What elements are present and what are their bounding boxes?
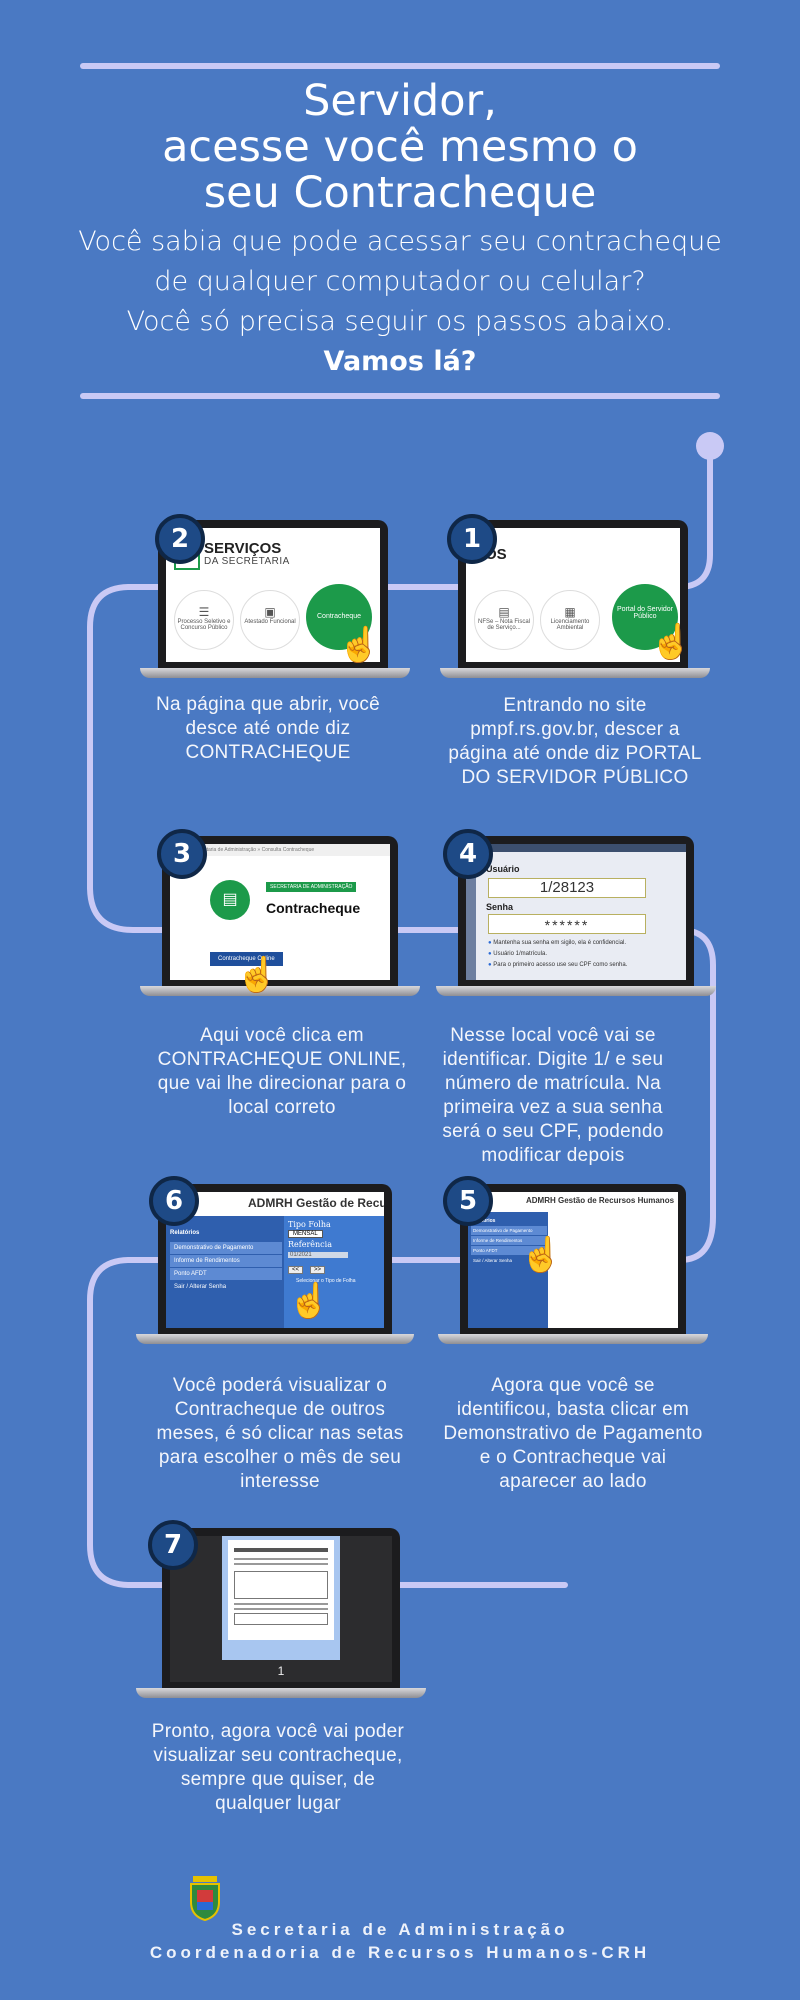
info-icon: ● <box>488 940 492 946</box>
title-line-3: seu Contracheque <box>203 168 597 218</box>
user-input[interactable]: 1/28123 <box>488 878 646 898</box>
caption-step-4: Nesse local você vai se identificar. Dig… <box>442 1025 664 1166</box>
step-badge-5: 5 <box>443 1176 493 1226</box>
page-title: Servidor, acesse você mesmo o seu Contra… <box>0 78 800 216</box>
user-label: Usuário <box>486 864 520 874</box>
note-1: ● Mantenha sua senha em sigilo, ela é co… <box>488 940 627 946</box>
intro-line-1: Você sabia que pode acessar seu contrach… <box>78 226 722 257</box>
page-number: 1 <box>277 1664 285 1678</box>
intro-line-3: Você só precisa seguir os passos abaixo. <box>126 306 674 337</box>
note-2: ● Usuário 1/matrícula. <box>488 951 547 957</box>
prev-month-button[interactable]: << <box>288 1266 304 1274</box>
service-licenciamento[interactable]: ▦ Licenciamento Ambiental <box>540 590 600 650</box>
menu-sair[interactable]: Sair / Alterar Senha <box>473 1258 513 1263</box>
screen-step-3: Início » Secretaria de Administração » C… <box>170 844 390 980</box>
screen-step-6: ADMRH Gestão de Recu Relatórios Demonstr… <box>166 1192 384 1328</box>
login-notes: ● Mantenha sua senha em sigilo, ela é co… <box>488 938 627 971</box>
contracheque-online-button[interactable]: Contracheque Online <box>210 952 283 966</box>
pointer-hand-icon: ☝ <box>338 626 381 664</box>
info-icon: ● <box>488 951 492 957</box>
note-3: ● Para o primeiro acesso use seu CPF com… <box>488 962 628 968</box>
reports-menu: Demonstrativo de Pagamento Informe de Re… <box>471 1226 547 1265</box>
certificate-icon: ▣ <box>264 605 276 619</box>
password-input[interactable]: ****** <box>488 914 646 934</box>
laptop-step-5: ADMRH Gestão de Recursos Humanos Relatór… <box>438 1184 708 1346</box>
step-badge-6: 6 <box>149 1176 199 1226</box>
services-subheading: DA SECRETARIA <box>204 556 290 567</box>
coat-of-arms-icon <box>190 1876 220 1922</box>
menu-sair[interactable]: Sair / Alterar Senha <box>174 1284 227 1290</box>
service-processo[interactable]: ☰ Processo Seletivo e Concurso Público <box>174 590 234 650</box>
step-badge-2: 2 <box>155 514 205 564</box>
tipo-select[interactable]: MENSAL <box>288 1230 323 1238</box>
service-portal-servidor[interactable]: Portal do Servidor Público <box>612 584 678 650</box>
intro-line-2: de qualquer computador ou celular? <box>154 266 646 297</box>
title-line-2: acesse você mesmo o <box>162 122 638 172</box>
step-badge-4: 4 <box>443 829 493 879</box>
menu-demonstrativo[interactable]: Demonstrativo de Pagamento <box>170 1242 282 1254</box>
screen-step-4: Usuário 1/28123 Senha ****** ● Mantenha … <box>466 844 686 980</box>
menu-informe[interactable]: Informe de Rendimentos <box>170 1255 282 1267</box>
admrh-header: ADMRH Gestão de Recursos Humanos <box>526 1196 675 1205</box>
service-atestado[interactable]: ▣ Atestado Funcional <box>240 590 300 650</box>
laptop-step-6: ADMRH Gestão de Recu Relatórios Demonstr… <box>136 1184 414 1346</box>
step-badge-7: 7 <box>148 1520 198 1570</box>
step-badge-1: 1 <box>447 514 497 564</box>
caption-step-3: Aqui você clica em CONTRACHEQUE ONLINE, … <box>157 1025 407 1118</box>
contracheque-heading: Contracheque <box>266 900 361 916</box>
tipo-label: Tipo Folha <box>288 1220 331 1229</box>
caption-step-1: Entrando no site pmpf.rs.gov.br, descer … <box>448 695 702 788</box>
password-label: Senha <box>486 902 514 912</box>
footer-secretaria: Secretaria de Administração <box>231 1920 569 1939</box>
invoice-icon: ▤ <box>498 605 510 619</box>
reports-menu: Demonstrativo de Pagamento Informe de Re… <box>170 1242 282 1293</box>
breadcrumb: Início » Secretaria de Administração » C… <box>170 844 390 856</box>
pointer-hand-icon: ☝ <box>236 956 279 994</box>
menu-ponto[interactable]: Ponto AFDT <box>170 1268 282 1280</box>
laptop-step-7: 1 <box>136 1528 426 1700</box>
caption-step-5: Agora que você se identificou, basta cli… <box>443 1375 703 1492</box>
menu-informe[interactable]: Informe de Rendimentos <box>471 1236 547 1245</box>
pointer-hand-icon: ☝ <box>520 1236 563 1274</box>
menu-ponto[interactable]: Ponto AFDT <box>471 1246 547 1255</box>
screen-step-1: IS IÇOS ▤ NFSe – Nota Fiscal de Serviço.… <box>466 528 680 662</box>
info-icon: ● <box>488 962 492 968</box>
payslip-document <box>228 1540 334 1640</box>
caption-step-2: Na página que abrir, você desce até onde… <box>155 694 381 763</box>
bottom-divider <box>80 393 720 399</box>
document-icon: ☰ <box>198 605 210 619</box>
top-divider <box>80 63 720 69</box>
admrh-header: ADMRH Gestão de Recu <box>248 1196 384 1210</box>
pointer-hand-icon: ☝ <box>288 1282 331 1320</box>
caption-step-7: Pronto, agora você vai poder visualizar … <box>151 1721 405 1814</box>
title-line-1: Servidor, <box>303 76 497 126</box>
ref-label: Referência <box>288 1240 332 1249</box>
step-badge-3: 3 <box>157 829 207 879</box>
license-icon: ▦ <box>564 605 576 619</box>
screen-step-5: ADMRH Gestão de Recursos Humanos Relatór… <box>468 1192 678 1328</box>
secretaria-tag: SECRETARIA DE ADMINISTRAÇÃO <box>266 882 357 892</box>
tipo-folha-option[interactable]: Selecionar o Tipo de Folha <box>296 1278 356 1284</box>
service-nfse[interactable]: ▤ NFSe – Nota Fiscal de Serviço... <box>474 590 534 650</box>
menu-demonstrativo[interactable]: Demonstrativo de Pagamento <box>471 1226 547 1235</box>
caption-step-6: Você poderá visualizar o Contracheque de… <box>156 1375 404 1492</box>
pointer-hand-icon: ☝ <box>650 623 693 661</box>
service-contracheque[interactable]: Contracheque <box>306 584 372 650</box>
ref-input[interactable]: 01/2021 <box>288 1252 348 1258</box>
services-heading: SERVIÇOS <box>204 540 282 557</box>
screen-step-7: 1 <box>170 1536 392 1682</box>
intro-cta: Vamos lá? <box>323 346 477 377</box>
laptop-step-4: Usuário 1/28123 Senha ****** ● Mantenha … <box>436 836 716 998</box>
footer-coordenadoria: Coordenadoria de Recursos Humanos-CRH <box>149 1943 651 1962</box>
intro-text: Você sabia que pode acessar seu contrach… <box>40 222 760 382</box>
next-month-button[interactable]: >> <box>310 1266 326 1274</box>
contracheque-icon: ▤ <box>210 880 250 920</box>
